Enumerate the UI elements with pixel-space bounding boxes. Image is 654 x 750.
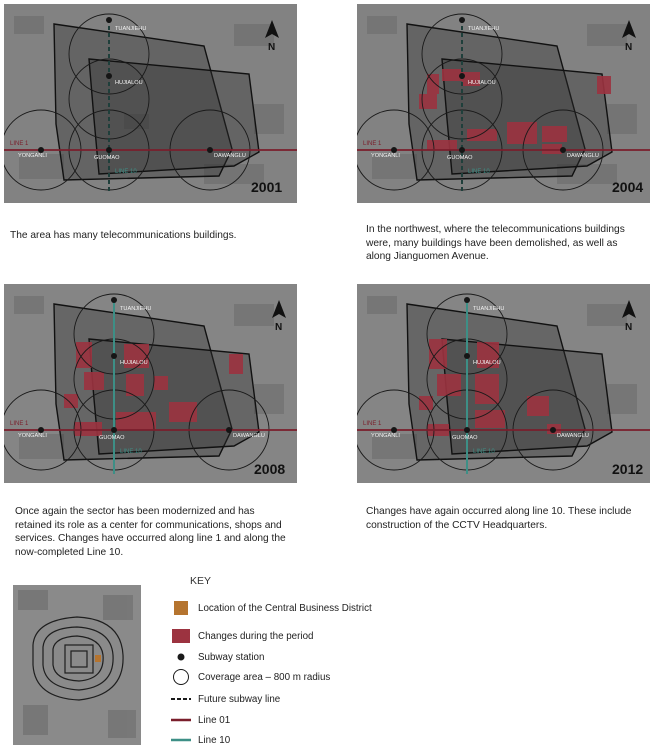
- key-item-cbd: Location of the Central Business Distric…: [170, 599, 372, 617]
- year-label: 2008: [254, 461, 285, 477]
- station-label: GUOMAO: [452, 435, 478, 441]
- key-item-coverage: Coverage area – 800 m radius: [170, 668, 330, 686]
- station-labels: TUANJIEHU HUJIALOU YONGANLI GUOMAO DAWAN…: [18, 306, 265, 441]
- year-label: 2004: [612, 179, 643, 195]
- key-item-label: Subway station: [198, 651, 265, 663]
- urban-texture: [367, 16, 637, 184]
- line-10-label: LINE 10: [115, 169, 137, 175]
- station-label: HUJIALOU: [473, 360, 501, 366]
- year-label: 2001: [251, 179, 282, 195]
- change-swatch-icon: [172, 629, 190, 643]
- station-label: DAWANGLU: [567, 153, 599, 159]
- subway-stations: [391, 17, 566, 153]
- coverage-circle-icon: [173, 669, 189, 685]
- line-1-label: LINE 1: [10, 421, 29, 427]
- line10-icon: [171, 738, 191, 742]
- key-item-station: Subway station: [170, 648, 264, 666]
- north-arrow-icon: N: [265, 20, 279, 53]
- line-1-label: LINE 1: [363, 421, 382, 427]
- station-label: HUJIALOU: [115, 80, 143, 86]
- line-10-label: LINE 10: [120, 449, 142, 455]
- cbd-swatch-icon: [174, 601, 188, 615]
- station-label: DAWANGLU: [214, 153, 246, 159]
- caption-2004: In the northwest, where the telecommunic…: [366, 224, 625, 262]
- change-areas: [419, 69, 611, 154]
- station-label: DAWANGLU: [233, 433, 265, 439]
- station-label: YONGANLI: [18, 433, 47, 439]
- dashed-line-icon: [171, 698, 191, 700]
- station-label: HUJIALOU: [468, 80, 496, 86]
- station-labels: TUANJIEHU HUJIALOU YONGANLI GUOMAO DAWAN…: [371, 26, 599, 161]
- line-1-label: LINE 1: [363, 141, 382, 147]
- svg-text:N: N: [268, 42, 275, 53]
- station-label: YONGANLI: [18, 153, 47, 159]
- station-label: TUANJIEHU: [468, 26, 499, 32]
- station-labels: TUANJIEHU HUJIALOU YONGANLI GUOMAO DAWAN…: [371, 306, 589, 441]
- station-labels: TUANJIEHU HUJIALOU YONGANLI GUOMAO DAWAN…: [18, 26, 246, 161]
- key-item-changes: Changes during the period: [170, 627, 313, 645]
- ring-roads: [32, 616, 124, 701]
- station-label: YONGANLI: [371, 153, 400, 159]
- line-10-label: LINE 10: [473, 449, 495, 455]
- north-arrow-icon: N: [272, 300, 286, 333]
- urban-texture: [367, 296, 637, 459]
- svg-text:N: N: [275, 322, 282, 333]
- key-item-label: Line 10: [198, 734, 231, 746]
- map-panel-2001: TUANJIEHU HUJIALOU YONGANLI GUOMAO DAWAN…: [4, 4, 297, 203]
- north-arrow-icon: N: [622, 300, 636, 333]
- map-panel-2008: TUANJIEHU HUJIALOU YONGANLI GUOMAO DAWAN…: [4, 284, 297, 483]
- key-item-future-line: Future subway line: [170, 690, 280, 708]
- line-1-label: LINE 1: [10, 141, 29, 147]
- change-areas: [419, 339, 561, 436]
- station-label: TUANJIEHU: [115, 26, 146, 32]
- svg-text:N: N: [625, 42, 632, 53]
- station-label: GUOMAO: [94, 155, 120, 161]
- map-panel-2004: TUANJIEHU HUJIALOU YONGANLI GUOMAO DAWAN…: [357, 4, 650, 203]
- locator-map: [13, 585, 141, 745]
- key-item-label: Location of the Central Business Distric…: [198, 602, 372, 614]
- station-label: GUOMAO: [447, 155, 473, 161]
- station-label: DAWANGLU: [557, 433, 589, 439]
- cbd-zone: [53, 23, 260, 181]
- station-dot-icon: [177, 653, 185, 661]
- svg-text:N: N: [625, 322, 632, 333]
- subway-stations: [38, 297, 232, 433]
- year-label: 2012: [612, 461, 643, 477]
- station-label: TUANJIEHU: [120, 306, 151, 312]
- cbd-location-marker: [95, 655, 101, 662]
- key-title: KEY: [190, 575, 212, 587]
- key-item-label: Line 01: [198, 714, 231, 726]
- north-arrow-icon: N: [622, 20, 636, 53]
- station-label: YONGANLI: [371, 433, 400, 439]
- subway-stations: [38, 17, 213, 153]
- map-panel-2012: TUANJIEHU HUJIALOU YONGANLI GUOMAO DAWAN…: [357, 284, 650, 483]
- urban-texture: [14, 296, 284, 459]
- station-label: TUANJIEHU: [473, 306, 504, 312]
- key-item-line01: Line 01: [170, 711, 230, 729]
- key-item-label: Future subway line: [198, 693, 281, 705]
- key-item-label: Changes during the period: [198, 630, 314, 642]
- subway-stations: [391, 297, 556, 433]
- station-label: HUJIALOU: [120, 360, 148, 366]
- line01-icon: [171, 718, 191, 722]
- caption-2012: Changes have again occurred along line 1…: [366, 506, 632, 531]
- caption-2001: The area has many telecommunications bui…: [10, 230, 237, 241]
- caption-2008: Once again the sector has been modernize…: [15, 506, 286, 558]
- key-item-label: Coverage area – 800 m radius: [198, 671, 331, 683]
- station-label: GUOMAO: [99, 435, 125, 441]
- line-10-label: LINE 10: [468, 169, 490, 175]
- key-item-line10: Line 10: [170, 731, 230, 749]
